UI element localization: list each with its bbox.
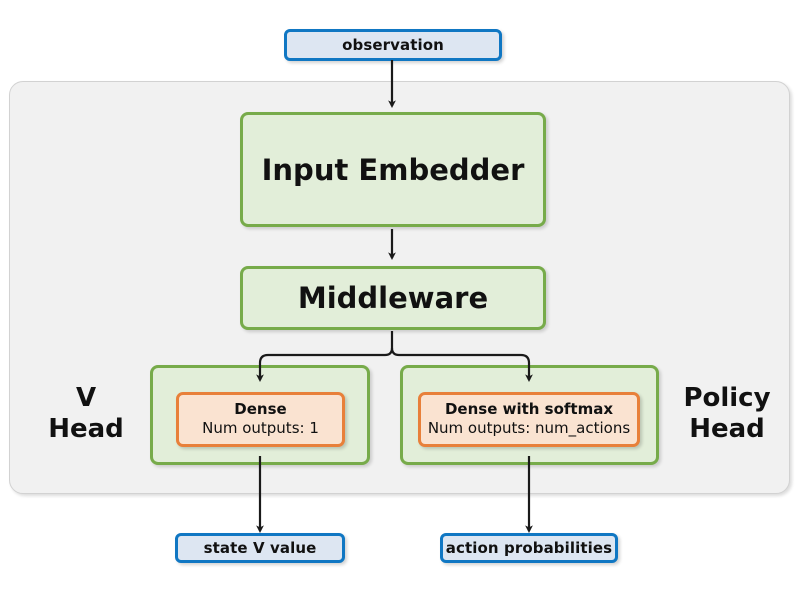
caption-v-head-line1: V (75, 383, 97, 413)
caption-policy-head-line1: Policy (683, 383, 771, 413)
caption-policy-head-line2: Head (689, 413, 765, 444)
node-middleware-label: Middleware (297, 281, 489, 315)
node-state-v-value-label: state V value (203, 539, 317, 557)
node-action-probabilities[interactable]: action probabilities (440, 533, 618, 563)
node-v-dense[interactable]: Dense Num outputs: 1 (176, 392, 345, 447)
node-v-dense-subtitle: Num outputs: 1 (202, 419, 319, 438)
node-input-embedder-label: Input Embedder (261, 152, 525, 187)
node-input-embedder[interactable]: Input Embedder (240, 112, 546, 227)
caption-policy-head: Policy Head (666, 383, 788, 444)
caption-v-head: V Head (30, 383, 142, 444)
node-observation[interactable]: observation (284, 29, 502, 61)
node-policy-dense-subtitle: Num outputs: num_actions (427, 419, 631, 438)
node-middleware[interactable]: Middleware (240, 266, 546, 330)
node-policy-dense-title: Dense with softmax (444, 400, 614, 419)
node-v-dense-title: Dense (234, 400, 287, 419)
node-policy-dense[interactable]: Dense with softmax Num outputs: num_acti… (418, 392, 640, 447)
node-action-probabilities-label: action probabilities (445, 539, 613, 557)
node-state-v-value[interactable]: state V value (175, 533, 345, 563)
caption-v-head-line2: Head (48, 413, 124, 444)
node-observation-label: observation (342, 36, 444, 54)
